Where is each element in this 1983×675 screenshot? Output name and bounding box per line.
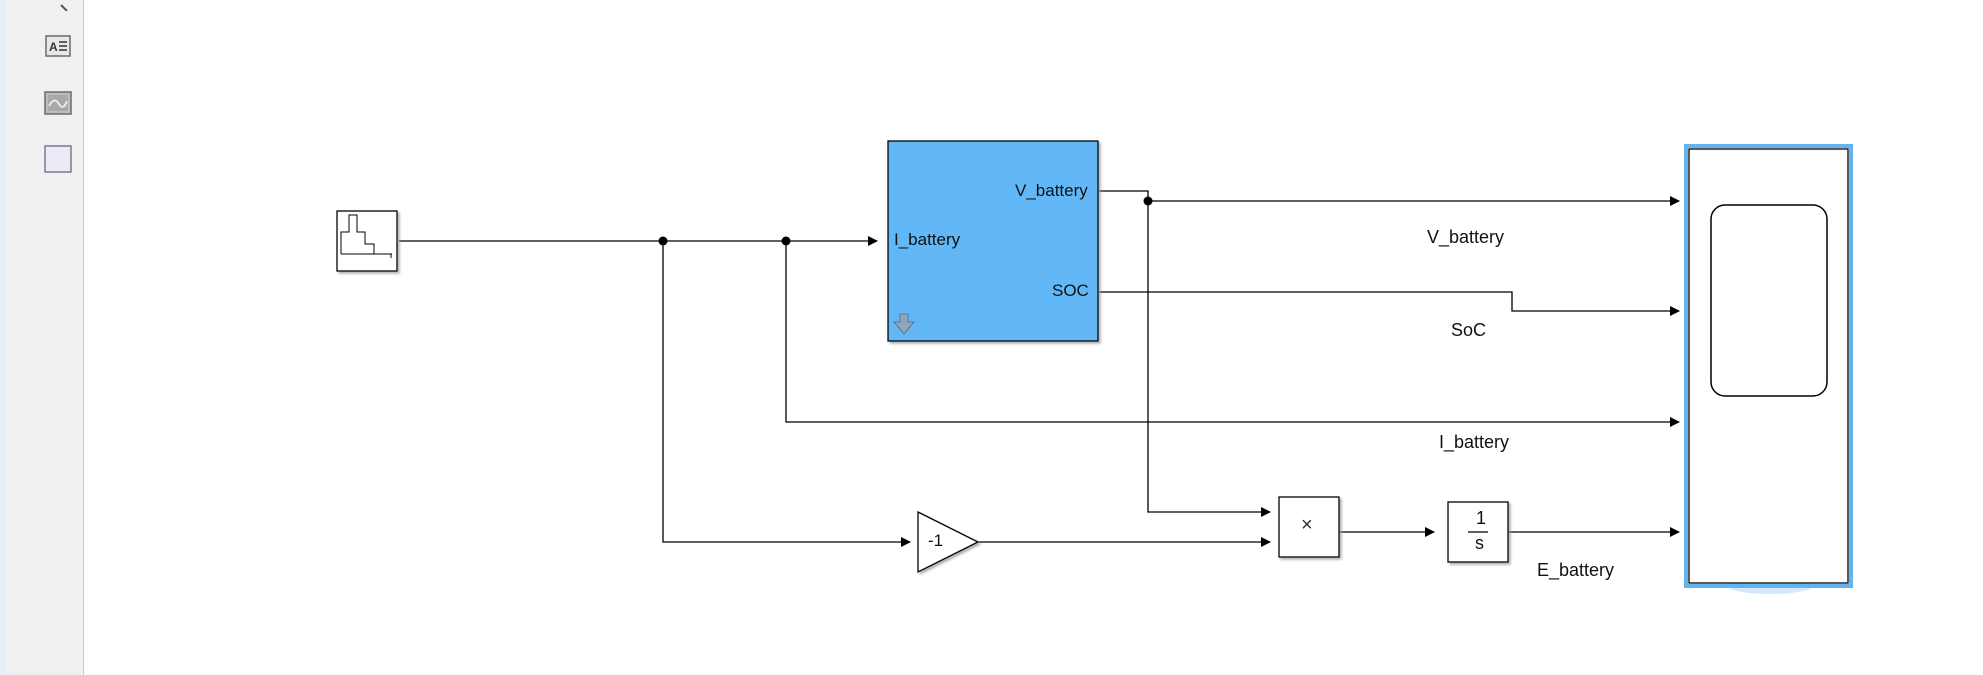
signal-label-v-battery[interactable]: V_battery — [1427, 227, 1505, 247]
selection-outline — [1684, 144, 1853, 588]
branch-point — [658, 236, 668, 246]
signal-line-i-battery[interactable] — [785, 241, 1680, 427]
port-label-soc: SOC — [1052, 281, 1089, 300]
block-diagram-palette: A — [6, 0, 84, 675]
subsystem-arrow-icon — [892, 313, 916, 335]
zoom-tool-button[interactable] — [44, 0, 72, 14]
signal-label-i-battery[interactable]: I_battery — [1439, 432, 1510, 452]
branch-point — [781, 236, 791, 246]
signal-label-e-battery[interactable]: E_battery — [1537, 560, 1615, 580]
signal-label-soc[interactable]: SoC — [1451, 320, 1487, 340]
gain-block[interactable] — [917, 510, 980, 574]
svg-text:A: A — [49, 40, 58, 54]
area-tool-button[interactable] — [44, 145, 72, 173]
image-icon — [44, 91, 72, 115]
port-label-i-battery: I_battery — [894, 230, 961, 249]
integrator-denominator: s — [1475, 533, 1484, 553]
annotation-icon: A — [45, 35, 71, 57]
scope-screen-icon — [1710, 204, 1828, 397]
product-symbol: × — [1301, 514, 1313, 536]
arrow-icon — [60, 4, 68, 11]
signal-line-soc[interactable] — [1099, 291, 1680, 316]
block-diagram — [336, 140, 1853, 594]
signal-lines — [399, 190, 1680, 547]
battery-subsystem-block[interactable] — [887, 140, 1099, 342]
signal-source-block[interactable] — [336, 210, 398, 272]
signal-line-v-to-product[interactable] — [1147, 201, 1271, 517]
branch-point — [1143, 196, 1153, 206]
gain-value: -1 — [928, 531, 944, 550]
port-label-v-battery: V_battery — [1015, 181, 1088, 200]
signal-line-v-battery[interactable] — [1099, 190, 1680, 206]
scope-block[interactable] — [1684, 144, 1853, 594]
model-canvas[interactable]: V_battery I_battery SOC -1 × 1 s V_batte… — [84, 0, 1983, 675]
integrator-block[interactable] — [1447, 501, 1509, 563]
product-block[interactable] — [1278, 496, 1340, 558]
annotation-tool-button[interactable]: A — [44, 32, 72, 60]
area-icon — [44, 145, 72, 173]
signal-line-to-gain[interactable] — [662, 241, 911, 547]
integrator-numerator: 1 — [1476, 508, 1487, 528]
image-tool-button[interactable] — [44, 89, 72, 117]
